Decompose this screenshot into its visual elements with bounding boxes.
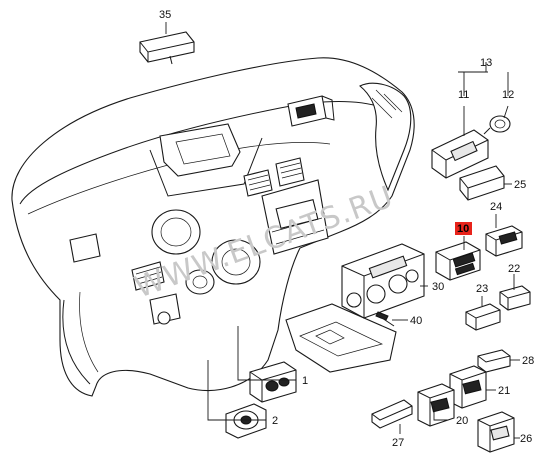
callout-1: 1 — [302, 375, 308, 387]
switch-part-21 — [449, 365, 487, 409]
top-cover-part — [139, 31, 195, 65]
callout-30: 30 — [432, 281, 444, 293]
cover-part-25 — [459, 165, 505, 201]
switch-part-22 — [499, 285, 531, 311]
switch-part-20 — [417, 383, 455, 427]
switch-part-1 — [249, 361, 297, 403]
switch-part-24 — [485, 225, 523, 257]
blank-cover-part-28 — [477, 349, 511, 373]
callout-25: 25 — [514, 179, 526, 191]
callout-20: 20 — [456, 415, 468, 427]
switch-part-10 — [435, 241, 481, 281]
callout-2: 2 — [272, 415, 278, 427]
switch-part-23 — [465, 303, 501, 331]
relay-part — [287, 95, 335, 127]
callout-23: 23 — [476, 283, 488, 295]
callout-35: 35 — [159, 9, 171, 21]
callout-21: 21 — [498, 385, 510, 397]
callout-12: 12 — [502, 89, 514, 101]
climate-control-unit — [341, 243, 425, 319]
trim-strip-part-27 — [371, 399, 413, 429]
callout-10-highlight — [455, 222, 472, 235]
screw-part — [375, 311, 395, 327]
callout-24: 24 — [490, 201, 502, 213]
callout-28: 28 — [522, 355, 534, 367]
switch-part-26 — [477, 411, 515, 453]
dashboard-panel — [11, 57, 415, 397]
light-switch-part-2 — [225, 403, 267, 439]
callout-labels: 35 13 11 12 25 24 10 22 23 30 40 28 21 2… — [159, 9, 534, 449]
switch-part-11 — [431, 129, 489, 179]
callout-27: 27 — [392, 437, 404, 449]
leader-lines — [165, 22, 520, 439]
callout-22: 22 — [508, 263, 520, 275]
callout-40: 40 — [410, 315, 422, 327]
callout-13: 13 — [480, 57, 492, 69]
lamp-part-12 — [483, 115, 511, 135]
callout-11: 11 — [458, 89, 469, 101]
callout-10: 10 — [457, 223, 469, 235]
callout-26: 26 — [520, 433, 532, 445]
